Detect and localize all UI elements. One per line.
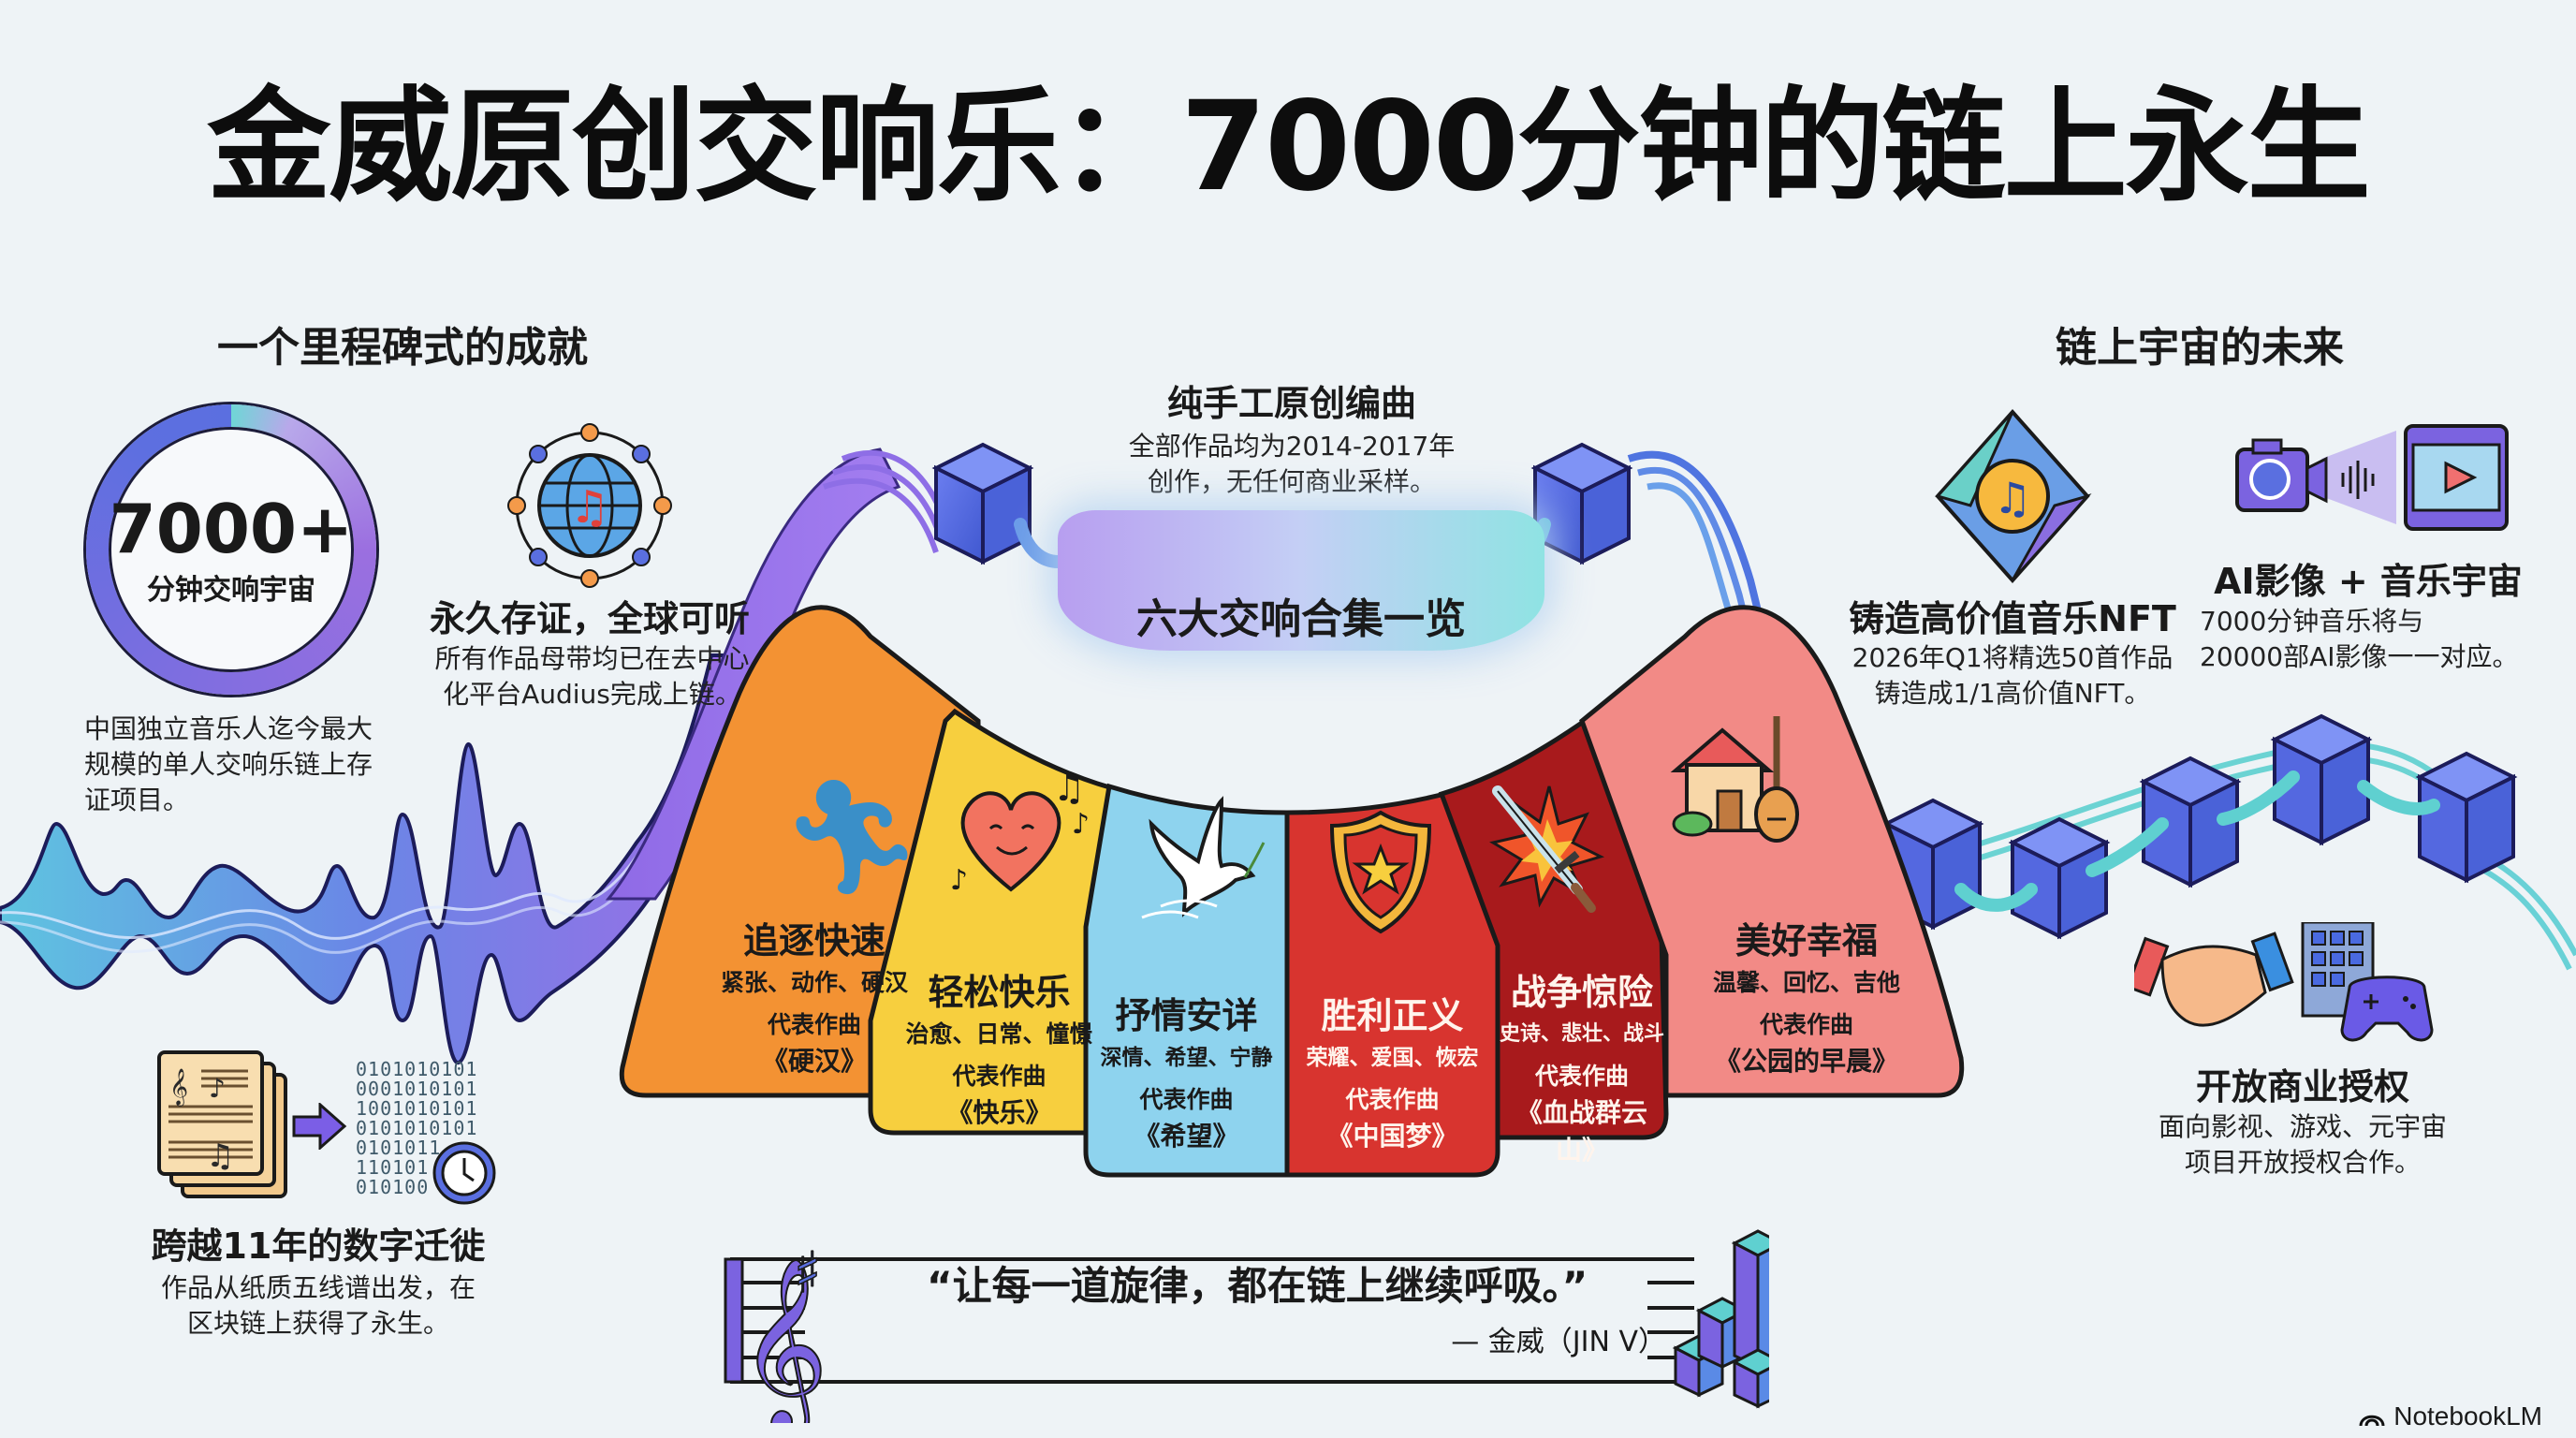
progress-ring: 7000+ 分钟交响宇宙 [86,404,376,695]
collections-banner-title: 六大交响合集一览 [1136,595,1466,643]
handmade-desc-line2: 创作，无任何商业采样。 [1147,466,1436,497]
collection-card-happy[interactable]: 美好幸福 温馨、回忆、吉他 代表作曲 《公园的早晨》 [1666,917,1947,1080]
peace-dove-icon [1133,786,1273,927]
collection-name: 追逐快速 [742,920,886,961]
collection-name: 轻松快乐 [928,972,1071,1013]
collection-card-victory[interactable]: 胜利正义 荣耀、爱国、恢宏 代表作曲 《中国梦》 [1287,992,1498,1155]
collection-rep-label: 代表作曲 [952,1063,1046,1090]
treble-clef-icon: 𝄞 [739,1255,828,1423]
collection-song: 《快乐》 [946,1097,1052,1128]
collection-card-lyrical[interactable]: 抒情安详 深情、希望、宁静 代表作曲 《希望》 [1086,992,1287,1155]
collection-tags: 治愈、日常、憧憬 [905,1020,1093,1048]
handmade-desc-line1: 全部作品均为2014-2017年 [1128,431,1456,462]
ring-value: 7000+ [109,490,354,568]
handmade-title: 纯手工原创编曲 [1166,383,1416,424]
globe-music-network-icon: ♫ [505,421,674,590]
collection-name: 胜利正义 [1321,995,1464,1036]
licensing-desc-line1: 面向影视、游戏、元宇宙 [2158,1111,2447,1142]
logo-text: NotebookLM [2393,1401,2542,1431]
page-title: 金威原创交响乐：7000分钟的链上永生 [207,75,2370,219]
collection-rep-label: 代表作曲 [1759,1011,1853,1038]
migration-desc: 作品从纸质五线谱出发，在区块链上获得了永生。 [160,1272,476,1339]
collection-card-relaxed[interactable]: 轻松快乐 治愈、日常、憧憬 代表作曲 《快乐》 [875,969,1123,1132]
binary-line: 0101010101 [356,1058,478,1080]
collection-rep-label: 代表作曲 [1345,1086,1440,1113]
clock-icon [432,1141,496,1205]
ring-caption: 中国独立音乐人迄今最大规模的单人交响乐链上存证项目。 [84,713,373,815]
sound-wave-icon [0,653,733,1065]
collection-name: 抒情安详 [1115,995,1258,1036]
ring-label: 分钟交响宇宙 [147,574,315,607]
running-person-icon: 🏃︎ [780,772,924,902]
ai-video-title: AI影像 + 音乐宇宙 [2214,561,2523,602]
storage-title: 永久存证，全球可听 [429,598,750,639]
binary-line: 0101011 [356,1137,442,1159]
collection-song: 《希望》 [1134,1121,1239,1152]
collection-card-chase[interactable]: 追逐快速 紧张、动作、硬汉 代表作曲 《硬汉》 [655,917,973,1080]
licensing-title: 开放商业授权 [2195,1066,2409,1108]
handshake-building-gamepad-icon [2126,920,2443,1049]
collection-rep-label: 代表作曲 [1139,1086,1234,1113]
svg-text:♫: ♫ [1993,473,2031,523]
svg-text:♫: ♫ [569,481,609,534]
section-heading-future: 链上宇宙的未来 [2056,324,2344,372]
notebooklm-logo: NotebookLM [2358,1401,2542,1431]
migration-title: 跨越11年的数字迁徙 [151,1225,486,1267]
collection-tags: 荣耀、爱国、恢宏 [1306,1046,1479,1070]
blockchain-chain-icon [1881,713,2518,940]
binary-line: 0101010101 [356,1117,478,1139]
collection-song: 《中国梦》 [1326,1121,1458,1152]
svg-text:𝄞: 𝄞 [169,1068,188,1107]
nft-desc-line2: 铸造成1/1高价值NFT。 [1874,678,2151,709]
collection-tags: 温馨、回忆、吉他 [1712,969,1900,996]
notebooklm-arc-icon [2359,1415,2385,1427]
smiling-heart-music-icon: ♫ ♪ ♪ [945,749,1105,917]
collection-name: 战争惊险 [1510,972,1653,1013]
binary-line: 110101 [356,1156,430,1179]
binary-line: 1001010101 [356,1097,478,1120]
section-heading-milestone: 一个里程碑式的成就 [217,324,588,372]
ai-video-desc-line1: 7000分钟音乐将与 [2200,606,2424,637]
svg-text:♪: ♪ [950,864,968,897]
music-staff-decoration: 𝄞 ♯ [724,1229,1769,1423]
svg-text:♪: ♪ [1072,808,1090,841]
cube-bars-icon [1672,1229,1769,1409]
sharp-icon: ♯ [794,1240,821,1306]
svg-text:♫: ♫ [206,1137,234,1175]
collection-song: 《硬汉》 [761,1046,867,1077]
licensing-desc-line2: 项目开放授权合作。 [2184,1147,2421,1178]
collection-song: 《公园的早晨》 [1714,1046,1898,1077]
collection-tags: 紧张、动作、硬汉 [720,969,908,996]
sheet-music-icon: 𝄞 ♪ ♫ [154,1049,295,1203]
binary-line: 0001010101 [356,1078,478,1100]
collection-card-war[interactable]: 战争惊险 史诗、悲壮、战斗 代表作曲 《血战群云山》 [1498,969,1666,1169]
quote-author: — 金威（JIN V） [1451,1326,1666,1358]
storage-desc: 所有作品母带均已在去中心化平台Audius完成上链。 [434,643,750,710]
star-shield-icon [1325,805,1437,936]
ai-video-desc-line2: 20000部AI影像一一对应。 [2200,641,2519,672]
collection-rep-label: 代表作曲 [1534,1063,1629,1090]
collection-tags: 深情、希望、宁静 [1100,1046,1273,1070]
nft-title: 铸造高价值音乐NFT [1849,598,2176,639]
camera-to-video-icon [2232,421,2513,534]
binary-line: 010100 [356,1176,430,1198]
collections-banner [1058,510,1544,651]
collection-rep-label: 代表作曲 [767,1011,861,1038]
collection-tags: 史诗、悲壮、战斗 [1499,1022,1664,1046]
sword-explosion-icon [1484,777,1605,917]
collection-song: 《血战群云山》 [1515,1097,1647,1166]
blockchain-cube-icon [931,442,1092,568]
nft-desc-line1: 2026年Q1将精选50首作品 [1852,642,2174,673]
binary-clock-icon: 0101010101 0001010101 1001010101 0101010… [356,1058,496,1205]
svg-text:♪: ♪ [209,1073,226,1104]
arrow-right-icon [292,1101,348,1152]
collection-name: 美好幸福 [1734,920,1878,961]
diamond-music-nft-icon: ♫ [1928,403,2097,590]
quote-text: “让每一道旋律，都在链上继续呼吸。” [927,1263,1588,1309]
svg-text:♫: ♫ [1053,768,1085,809]
house-guitar-icon [1666,707,1807,847]
